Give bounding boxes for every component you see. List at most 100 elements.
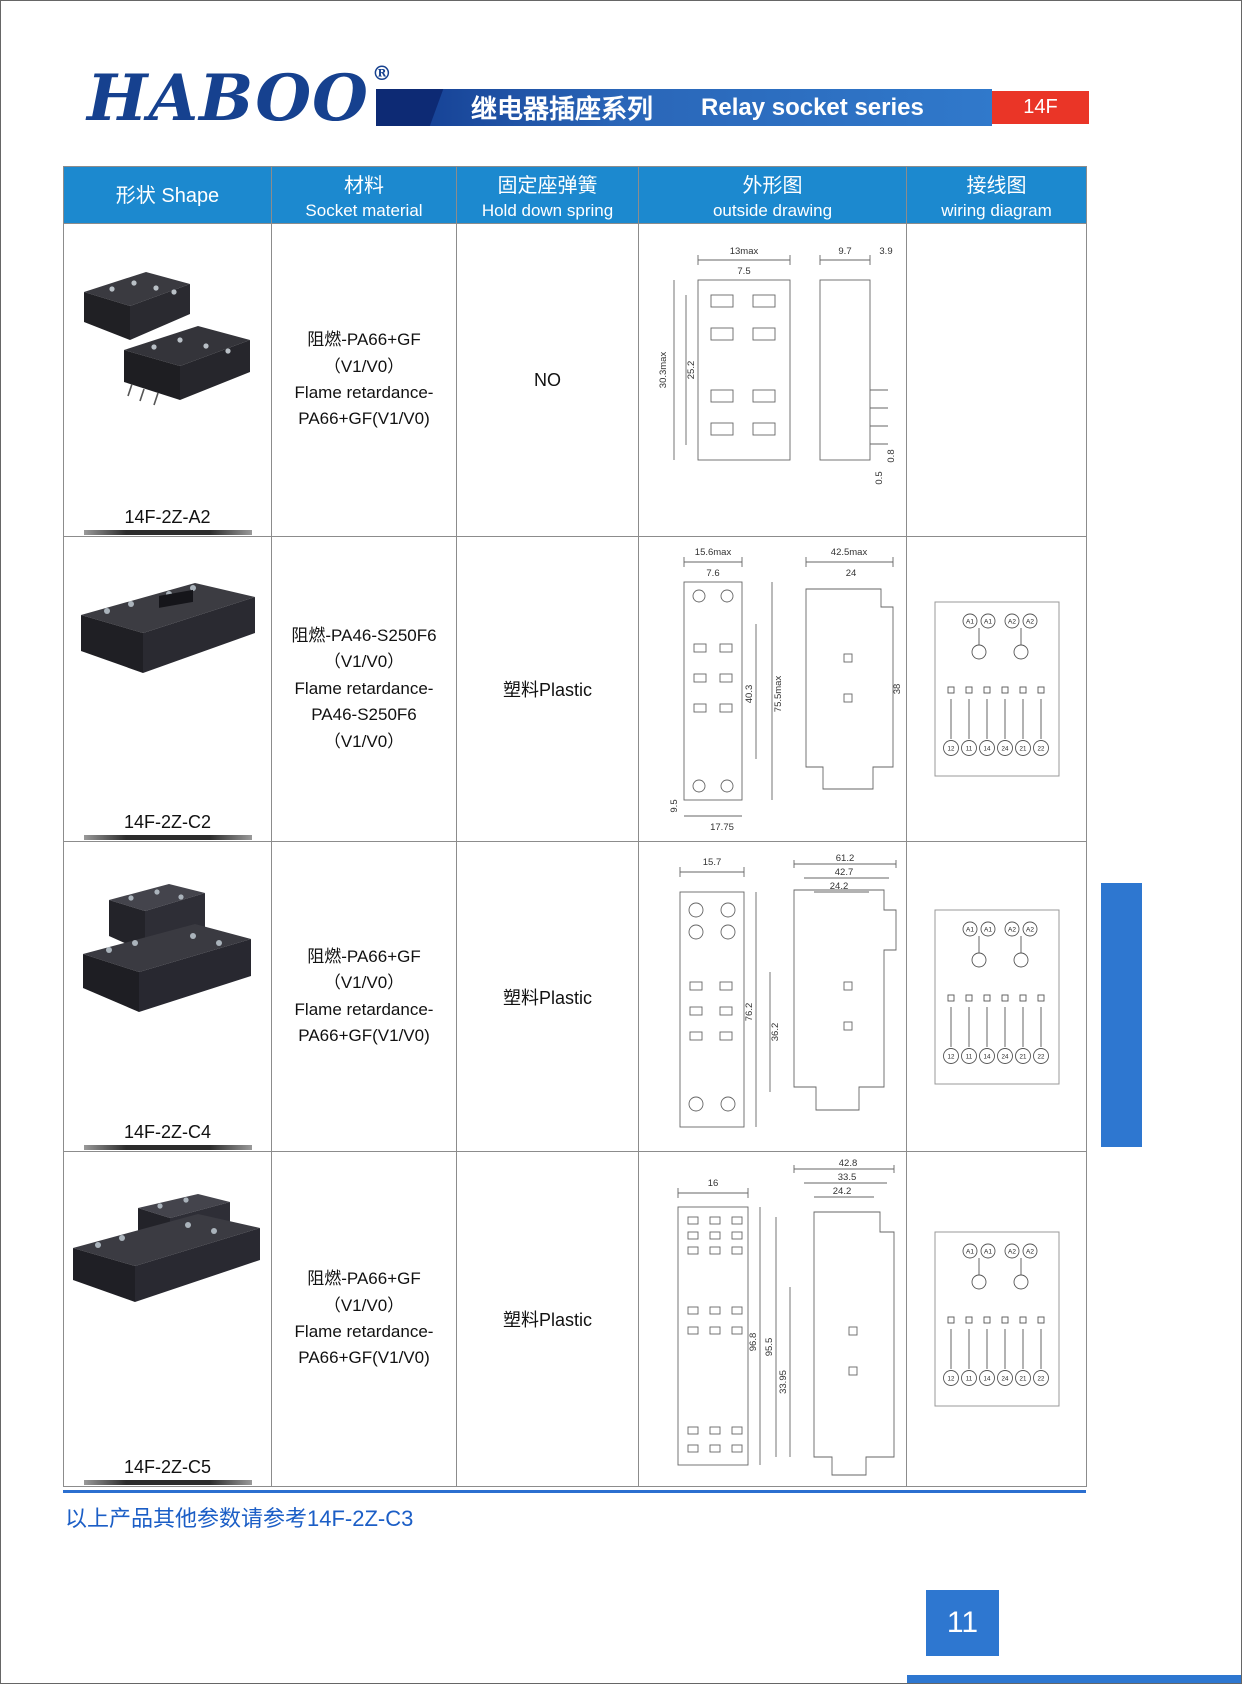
terminal-label: A2 xyxy=(1008,926,1016,933)
material-line: Flame retardance- xyxy=(294,1322,434,1341)
outside-drawing-14f-2z-c4: 15.7 76.2 36.2 61.2 42.7 24.2 xyxy=(679,853,896,1127)
terminal-label: 14 xyxy=(983,746,990,753)
dim-label: 17.75 xyxy=(710,822,734,833)
outside-drawing-cell-row3: 15.7 76.2 36.2 61.2 42.7 24.2 xyxy=(639,842,907,1152)
spring-cell-row2: 塑料Plastic xyxy=(457,537,639,842)
terminal-label: 24 xyxy=(1001,1053,1008,1060)
model-underline xyxy=(83,1145,252,1150)
dim-label: 95.5 xyxy=(764,1337,775,1356)
material-cell-row1: 阻燃-PA66+GF（V1/V0） Flame retardance- PA66… xyxy=(272,224,457,537)
product-photo-14f-2z-c4 xyxy=(82,884,251,1012)
dim-label: 38 xyxy=(892,684,902,695)
terminal-label: 11 xyxy=(965,1053,972,1060)
material-line: PA46-S250F6（V1/V0） xyxy=(311,705,417,751)
dim-label: 76.2 xyxy=(744,1002,755,1021)
outside-drawing-14f-2z-c5: 16 96.8 95.5 33.95 42.8 33.5 xyxy=(677,1158,894,1475)
col-header-spring-line2: Hold down spring xyxy=(481,201,614,220)
dim-label: 15.7 xyxy=(702,857,721,868)
col-header-material-line2: Socket material xyxy=(305,201,423,220)
terminal-label: 22 xyxy=(1037,746,1044,753)
terminal-label: A1 xyxy=(984,619,992,626)
banner-title-cn: 继电器插座系列 xyxy=(471,94,654,124)
spring-cell-row1: NO xyxy=(457,224,639,537)
dim-label: 16 xyxy=(707,1178,718,1189)
material-line: PA66+GF(V1/V0) xyxy=(298,1348,430,1368)
dim-label: 7.5 xyxy=(737,266,750,277)
dim-label: 40.3 xyxy=(744,685,755,704)
outside-drawing-cell-row1: 13max 7.5 30.3max 25.2 9.7 3.9 0.5 0.8 xyxy=(639,224,907,537)
dim-label: 3.9 xyxy=(879,246,892,257)
material-line: PA66+GF(V1/V0) xyxy=(298,409,430,429)
col-header-spring-line1: 固定座弹簧 xyxy=(497,175,598,197)
series-banner: 继电器插座系列 Relay socket series xyxy=(376,89,992,126)
spring-value: 塑料Plastic xyxy=(502,680,592,700)
dim-label: 7.6 xyxy=(706,568,719,579)
col-header-outside-drawing-line2: outside drawing xyxy=(712,201,833,220)
model-label: 14F-2Z-C2 xyxy=(123,812,212,832)
material-line: Flame retardance- xyxy=(294,383,434,402)
dim-label: 9.7 xyxy=(838,246,851,257)
terminal-label: A1 xyxy=(984,926,992,933)
material-cell-row2: 阻燃-PA46-S250F6 （V1/V0） Flame retardance-… xyxy=(272,537,457,842)
footer-divider xyxy=(63,1490,1086,1493)
dim-label: 33.95 xyxy=(778,1370,789,1394)
material-line: 阻燃-PA66+GF（V1/V0） xyxy=(307,946,421,993)
spring-value: NO xyxy=(534,369,561,390)
dim-label: 42.5max xyxy=(830,547,867,558)
registered-mark: ® xyxy=(371,61,393,85)
series-tag: 14F xyxy=(992,91,1089,124)
outside-drawing-14f-2z-a2: 13max 7.5 30.3max 25.2 9.7 3.9 0.5 0.8 xyxy=(658,246,897,485)
wiring-cell-row4: A1 A1 A2 A2 12 11 14 24 21 22 xyxy=(907,1152,1087,1487)
wiring-cell-row3: A1 A1 A2 A2 12 11 14 24 21 22 xyxy=(907,842,1087,1152)
dim-label: 42.8 xyxy=(838,1158,857,1169)
outside-drawing-cell-row2: 15.6max 7.6 40.3 75.5max 9.5 17.75 42.5m… xyxy=(639,537,907,842)
wiring-diagram: A1 A1 A2 A2 12 11 14 24 21 22 xyxy=(934,909,1059,1084)
col-header-wiring-line2: wiring diagram xyxy=(941,201,1052,220)
terminal-label: 21 xyxy=(1019,746,1026,753)
material-line: Flame retardance- xyxy=(294,678,434,698)
terminal-label: A2 xyxy=(1026,926,1034,933)
shape-cell-row2: 14F-2Z-C2 xyxy=(64,537,272,842)
material-cell-row4: 阻燃-PA66+GF（V1/V0） Flame retardance- PA66… xyxy=(272,1152,457,1487)
dim-label: 24.2 xyxy=(832,1186,851,1197)
dim-label: 36.2 xyxy=(770,1022,781,1041)
terminal-label: A2 xyxy=(1026,619,1034,626)
dim-label: 13max xyxy=(729,246,758,257)
col-header-material-line1: 材料 xyxy=(344,175,384,197)
model-label: 14F-2Z-C5 xyxy=(123,1457,212,1477)
terminal-label: A1 xyxy=(966,1249,974,1256)
dim-label: 15.6max xyxy=(694,547,731,558)
outside-drawing-cell-row4: 16 96.8 95.5 33.95 42.8 33.5 xyxy=(639,1152,907,1487)
spring-cell-row3: 塑料Plastic xyxy=(457,842,639,1152)
shape-cell-row1: 14F-2Z-A2 xyxy=(64,224,272,537)
spring-cell-row4: 塑料Plastic xyxy=(457,1152,639,1487)
banner-accent-shape xyxy=(376,89,446,126)
product-photo-14f-2z-c2 xyxy=(80,583,255,673)
terminal-label: 22 xyxy=(1037,1376,1044,1383)
material-line: Flame retardance- xyxy=(294,999,434,1019)
terminal-label: 24 xyxy=(1001,746,1008,753)
col-header-material: 材料 Socket material xyxy=(272,167,457,224)
terminal-label: 21 xyxy=(1019,1376,1026,1383)
terminal-label: 22 xyxy=(1037,1053,1044,1060)
material-line: 阻燃-PA46-S250F6 xyxy=(291,626,437,646)
terminal-label: 14 xyxy=(983,1053,990,1060)
col-header-wiring-line1: 接线图 xyxy=(966,175,1027,197)
model-label: 14F-2Z-A2 xyxy=(124,507,211,527)
terminal-label: 24 xyxy=(1001,1376,1008,1383)
terminal-label: 11 xyxy=(965,1376,972,1383)
product-photo-14f-2z-c5 xyxy=(72,1194,260,1302)
terminal-label: A1 xyxy=(966,926,974,933)
model-underline xyxy=(83,835,252,840)
col-header-outside-drawing: 外形图 outside drawing xyxy=(639,167,907,224)
shape-cell-row3: 14F-2Z-C4 xyxy=(64,842,272,1152)
terminal-label: A2 xyxy=(1026,1249,1034,1256)
footer-note: 以上产品其他参数请参考14F-2Z-C3 xyxy=(65,1506,414,1531)
terminal-label: 11 xyxy=(965,746,972,753)
dim-label: 25.2 xyxy=(686,361,697,380)
dim-label: 33.5 xyxy=(837,1172,856,1183)
material-line: 阻燃-PA66+GF（V1/V0） xyxy=(307,1269,421,1315)
terminal-label: A2 xyxy=(1008,619,1016,626)
model-underline xyxy=(83,1480,252,1485)
dim-label: 0.8 xyxy=(886,449,897,462)
